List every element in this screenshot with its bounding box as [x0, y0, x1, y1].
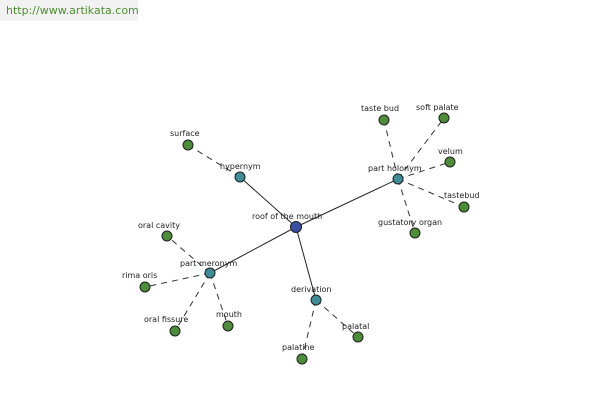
term-node-gustatory-organ[interactable]	[409, 227, 421, 239]
term-label-oral-fissure: oral fissure	[144, 315, 188, 324]
edge-meronym-rima-oris	[144, 272, 211, 288]
edge-holonym-tastebud	[397, 178, 465, 208]
term-node-mouth[interactable]	[222, 320, 234, 332]
term-label-palatal: palatal	[342, 322, 369, 331]
site-url[interactable]: http://www.artikata.com	[0, 0, 139, 21]
edge-center-hypernym	[239, 176, 297, 228]
edge-center-part-meronym	[209, 226, 297, 274]
relation-label-part-meronym: part meronym	[180, 259, 237, 268]
edge-holonym-velum	[397, 161, 451, 180]
edge-hypernym-surface	[187, 144, 241, 178]
edge-center-part-holonym	[295, 178, 399, 228]
edge-derivation-palatal	[315, 299, 359, 338]
edge-center-derivation	[295, 226, 317, 301]
term-label-gustatory-organ: gustatory organ	[378, 218, 442, 227]
term-node-surface[interactable]	[182, 139, 194, 151]
term-label-surface: surface	[170, 129, 200, 138]
term-label-mouth: mouth	[216, 310, 242, 319]
term-node-taste-bud[interactable]	[378, 114, 390, 126]
term-label-taste-bud: taste bud	[361, 104, 399, 113]
relation-label-hypernym: hypernym	[220, 162, 261, 171]
term-node-palatal[interactable]	[352, 331, 364, 343]
term-label-palatine: palatine	[282, 343, 315, 352]
labels-layer: roof of the mouth hypernym part holonym …	[122, 103, 480, 352]
term-node-soft-palate[interactable]	[438, 112, 450, 124]
edges-layer	[144, 117, 465, 360]
relation-label-derivation: derivation	[291, 285, 331, 294]
term-node-velum[interactable]	[444, 156, 456, 168]
term-node-tastebud[interactable]	[458, 201, 470, 213]
relation-node-part-meronym[interactable]	[204, 267, 216, 279]
relation-node-part-holonym[interactable]	[392, 173, 404, 185]
relation-label-part-holonym: part holonym	[368, 164, 422, 173]
term-node-oral-cavity[interactable]	[161, 230, 173, 242]
term-node-rima-oris[interactable]	[139, 281, 151, 293]
nodes-layer	[139, 112, 470, 365]
term-node-oral-fissure[interactable]	[169, 325, 181, 337]
term-label-rima-oris: rima oris	[122, 271, 157, 280]
term-label-tastebud: tastebud	[444, 191, 480, 200]
term-node-palatine[interactable]	[296, 353, 308, 365]
edge-meronym-oral-cavity	[166, 235, 211, 274]
edge-holonym-soft-palate	[397, 117, 445, 180]
term-label-velum: velum	[438, 147, 463, 156]
relation-node-derivation[interactable]	[310, 294, 322, 306]
relation-node-hypernym[interactable]	[234, 171, 246, 183]
center-label: roof of the mouth	[252, 212, 322, 221]
edge-meronym-oral-fissure	[174, 272, 211, 332]
term-label-soft-palate: soft palate	[416, 103, 459, 112]
edge-meronym-mouth	[209, 272, 229, 327]
edge-holonym-gustatory-organ	[397, 178, 416, 234]
center-node[interactable]	[290, 221, 302, 233]
term-label-oral-cavity: oral cavity	[138, 221, 180, 230]
